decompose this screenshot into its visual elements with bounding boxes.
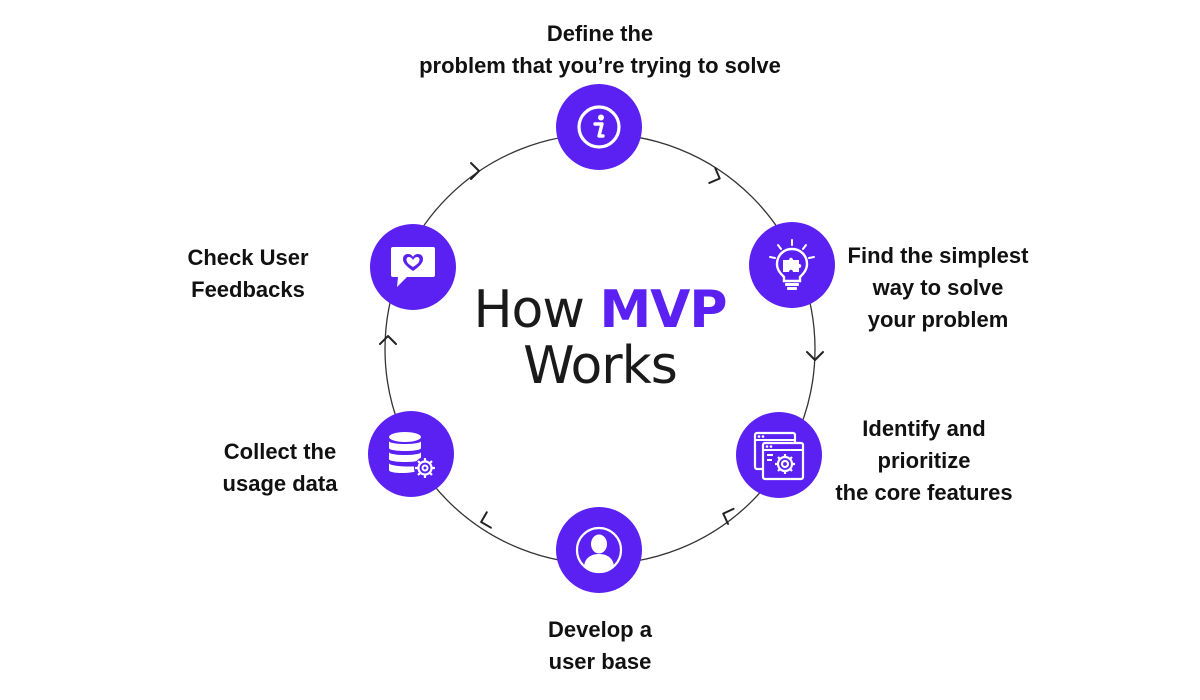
diagram-title: How MVP Works <box>420 282 780 394</box>
title-accent-mvp: MVP <box>599 280 727 340</box>
title-part-how: How <box>473 280 584 340</box>
step-label-define-problem: Define the problem that you’re trying to… <box>419 21 781 78</box>
user-icon <box>575 526 623 574</box>
step-label-identify-features: Identify and prioritize the core feature… <box>835 416 1013 505</box>
info-icon <box>577 105 621 149</box>
database-gear-icon <box>389 432 436 479</box>
step-node-find-simplest-way <box>749 222 835 308</box>
lightbulb-puzzle-icon <box>769 239 815 290</box>
flow-arrow <box>480 511 492 529</box>
step-label-check-feedbacks: Check User Feedbacks <box>187 245 309 302</box>
step-label-find-simplest-way: Find the simplest way to solve your prob… <box>847 243 1029 332</box>
flow-arrow <box>379 335 397 345</box>
flow-arrow <box>806 351 824 361</box>
step-node-check-feedbacks <box>370 224 456 310</box>
chat-heart-icon <box>391 247 435 287</box>
browser-gear-icon <box>753 431 805 481</box>
flow-arrow <box>722 507 735 525</box>
step-node-identify-features <box>736 412 822 498</box>
title-part-works: Works <box>523 336 678 396</box>
flow-arrow <box>708 167 721 184</box>
step-node-collect-usage-data <box>368 411 454 497</box>
flow-arrow <box>470 162 480 180</box>
step-node-define-problem <box>556 84 642 170</box>
step-label-develop-user-base: Develop a user base <box>548 617 652 674</box>
step-node-develop-user-base <box>556 507 642 593</box>
step-label-collect-usage-data: Collect the usage data <box>222 439 338 496</box>
